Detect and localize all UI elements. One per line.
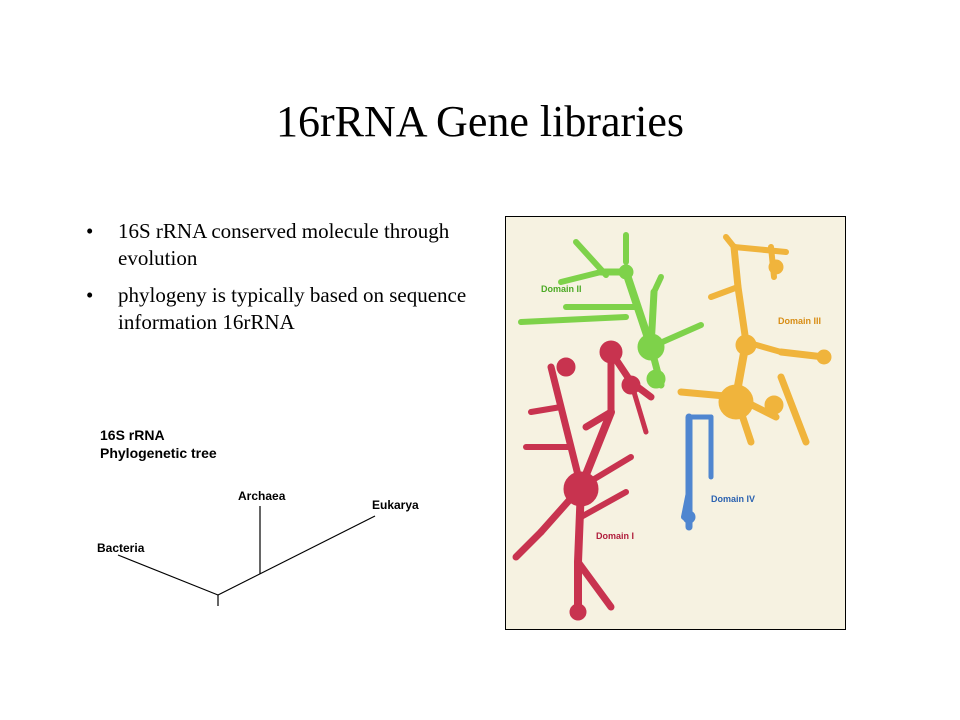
bullet-item: • 16S rRNA conserved molecule through ev… [86,218,476,272]
rna-domain-1-structure [512,340,655,621]
tree-title-line1: 16S rRNA [100,427,165,443]
rna-domain-4-label: Domain IV [711,494,755,504]
bullet-dot-icon: • [86,283,94,307]
bullet-dot-icon: • [86,219,94,243]
slide-title: 16rRNA Gene libraries [275,97,685,146]
phylogenetic-tree-figure: 16S rRNA Phylogenetic tree Bacteria Arch… [97,427,419,606]
tree-label-bacteria: Bacteria [97,541,145,555]
rna-domain-2-label: Domain II [541,284,582,294]
rna-domain-1-label: Domain I [596,531,634,541]
rna-domain-2-structure [518,232,704,389]
rna-secondary-structure-figure: Domain II Domain III Domain IV Domain I [505,216,846,630]
rna-domain-3-structure [677,234,832,446]
rna-domain-3-label: Domain III [778,316,821,326]
rna-domain-4-structure [681,413,714,531]
bullet-text: 16S rRNA conserved molecule through evol… [118,219,450,270]
bullet-item: • phylogeny is typically based on sequen… [86,282,476,336]
tree-title-line2: Phylogenetic tree [100,445,217,461]
bullet-list: • 16S rRNA conserved molecule through ev… [86,218,476,346]
tree-label-eukarya: Eukarya [372,498,419,512]
tree-branch-bacteria [117,554,219,596]
tree-label-archaea: Archaea [238,489,286,503]
tree-branches [117,506,376,606]
tree-branch-main [217,515,376,596]
bullet-text: phylogeny is typically based on sequence… [118,283,467,334]
rna-structure-drawing: Domain II Domain III Domain IV Domain I [512,232,832,621]
